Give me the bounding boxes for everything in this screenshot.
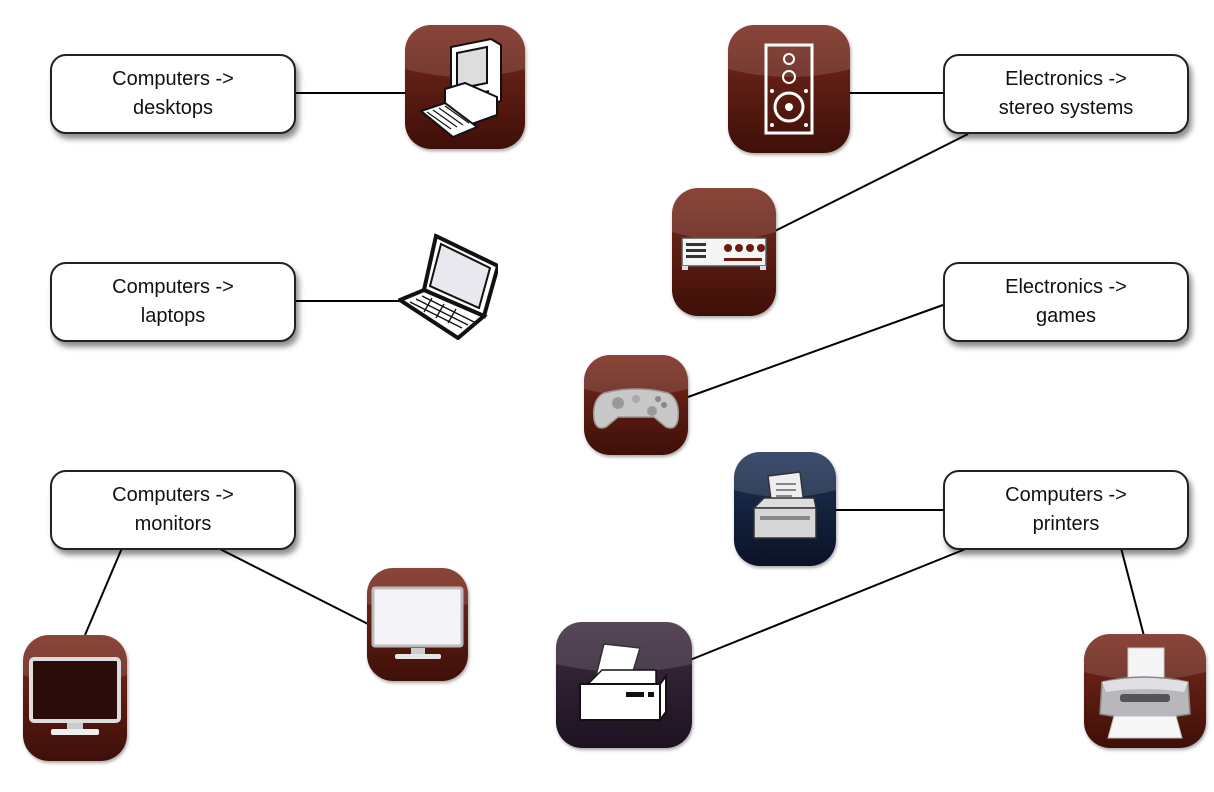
category-name: stereo systems (998, 97, 1134, 119)
category-group: Computers -> (112, 484, 234, 506)
category-electronics-stereo-systems[interactable]: Electronics -> stereo systems (943, 54, 1189, 134)
category-electronics-games[interactable]: Electronics -> games (943, 262, 1189, 342)
printer-icon[interactable] (556, 622, 692, 748)
category-group: Computers -> (112, 68, 234, 90)
connector-games (687, 304, 944, 398)
category-group: Electronics -> (1005, 276, 1127, 298)
category-name: games (1035, 305, 1097, 327)
category-name: laptops (140, 305, 206, 327)
printer-icon[interactable] (734, 452, 836, 566)
monitor-icon[interactable] (23, 635, 127, 761)
stereo-receiver-icon[interactable] (672, 188, 776, 316)
category-computers-monitors[interactable]: Computers -> monitors (50, 470, 296, 550)
connector-printers-photo (1120, 547, 1145, 637)
connector-monitors-right (217, 547, 369, 625)
category-name: printers (1032, 513, 1100, 535)
monitor-icon[interactable] (367, 568, 468, 681)
speaker-icon[interactable] (728, 25, 850, 153)
connector-monitors-left (84, 547, 123, 636)
category-computers-printers[interactable]: Computers -> printers (943, 470, 1189, 550)
desktop-computer-icon[interactable] (405, 25, 525, 149)
category-group: Electronics -> (1005, 68, 1127, 90)
laptop-icon[interactable] (398, 232, 498, 340)
category-computers-laptops[interactable]: Computers -> laptops (50, 262, 296, 342)
connector-printers-purple (689, 547, 969, 661)
category-group: Computers -> (112, 276, 234, 298)
category-name: monitors (134, 513, 212, 535)
category-computers-desktops[interactable]: Computers -> desktops (50, 54, 296, 134)
category-group: Computers -> (1005, 484, 1127, 506)
category-name: desktops (132, 97, 214, 119)
printer-icon[interactable] (1084, 634, 1206, 748)
gamepad-icon[interactable] (584, 355, 688, 455)
connector-stereo-receiver (772, 133, 969, 233)
